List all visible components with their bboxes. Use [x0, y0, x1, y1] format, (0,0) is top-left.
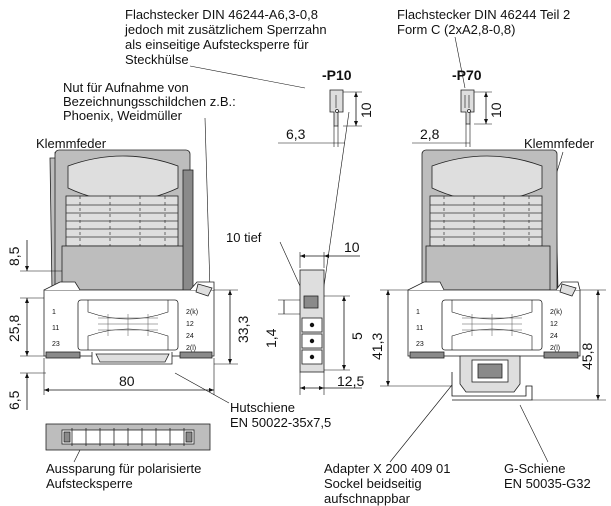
tief-label: 10 tief: [226, 230, 262, 245]
left-terminal-2l: 2(l): [186, 345, 196, 352]
right-terminal-2k: 2(k): [550, 309, 562, 316]
left-terminal-24: 24: [186, 333, 194, 340]
p10-description-line1: Flachstecker DIN 46244-A6,3-0,8: [125, 7, 318, 22]
leader-lines: [54, 36, 564, 463]
left-relay-dimension-lines: [20, 240, 238, 410]
dim-p70-height: 10: [488, 102, 504, 118]
p70-description-line2: Form C (2xA2,8-0,8): [397, 22, 515, 37]
dim-1-4: 1,4: [263, 328, 279, 348]
nut-label-line1: Nut für Aufnahme von: [63, 80, 189, 95]
klemmfeder-left-label: Klemmfeder: [36, 136, 107, 151]
gschiene-label-line1: G-Schiene: [504, 461, 565, 476]
dim-6-3: 6,3: [286, 126, 306, 142]
aussparung-label-line2: Aufstecksperre: [46, 476, 133, 491]
dim-2-8: 2,8: [420, 126, 440, 142]
p70-label: -P70: [452, 67, 482, 83]
p70-description-line1: Flachstecker DIN 46244 Teil 2: [397, 7, 570, 22]
dim-12-5: 12,5: [337, 373, 364, 389]
right-terminal-11: 11: [416, 325, 423, 332]
p10-description-line2: jedoch mit zusätzlichem Sperrzahn: [124, 22, 327, 37]
dim-10-top: 10: [344, 239, 360, 255]
adapter-label-line2: Sockel beidseitig: [324, 476, 422, 491]
right-terminal-1: 1: [416, 309, 420, 316]
p10-label: -P10: [322, 67, 352, 83]
right-relay-front: [407, 149, 581, 401]
right-terminal-2l: 2(l): [550, 345, 560, 352]
nut-label-line2: Bezeichnungsschildchen z.B.:: [63, 94, 236, 109]
hutschiene-label-line1: Hutschiene: [230, 400, 295, 415]
right-terminal-12: 12: [550, 321, 558, 328]
left-terminal-11: 11: [52, 325, 59, 332]
aussparung-label-line1: Aussparung für polarisierte: [46, 461, 201, 476]
left-terminal-23: 23: [52, 341, 60, 348]
din-rail-bottom-view: [45, 423, 211, 451]
adapter-label-line3: aufschnappbar: [324, 491, 411, 506]
right-relay-dimension-lines: [380, 289, 606, 401]
p10-description-line4: Steckhülse: [125, 52, 189, 67]
dim-80: 80: [119, 373, 135, 389]
adapter-label-line1: Adapter X 200 409 01: [324, 461, 451, 476]
side-view-detail: [278, 252, 362, 395]
left-terminal-12: 12: [186, 321, 194, 328]
nut-label-line3: Phoenix, Weidmüller: [63, 108, 183, 123]
left-terminal-1: 1: [52, 309, 56, 316]
left-terminal-2k: 2(k): [186, 309, 198, 316]
klemmfeder-right-label: Klemmfeder: [524, 136, 595, 151]
p70-plug-detail: [412, 89, 492, 147]
p10-description-line3: als einseitige Aufstecksperre für: [125, 37, 309, 52]
dim-6-5: 6,5: [6, 390, 22, 410]
hutschiene-label-line2: EN 50022-35x7,5: [230, 415, 331, 430]
right-terminal-23: 23: [416, 341, 424, 348]
right-terminal-24: 24: [550, 333, 558, 340]
dim-p10-height: 10: [358, 102, 374, 118]
dim-41-3: 41,3: [369, 333, 385, 360]
dim-45-8: 45,8: [579, 343, 595, 370]
dim-25-8: 25,8: [6, 315, 22, 342]
dim-33-3: 33,3: [235, 316, 251, 343]
dim-5: 5: [349, 332, 365, 340]
dim-8-5: 8,5: [6, 246, 22, 266]
left-relay-front: [43, 149, 215, 365]
p10-plug-detail: [278, 89, 362, 147]
gschiene-label-line2: EN 50035-G32: [504, 476, 591, 491]
